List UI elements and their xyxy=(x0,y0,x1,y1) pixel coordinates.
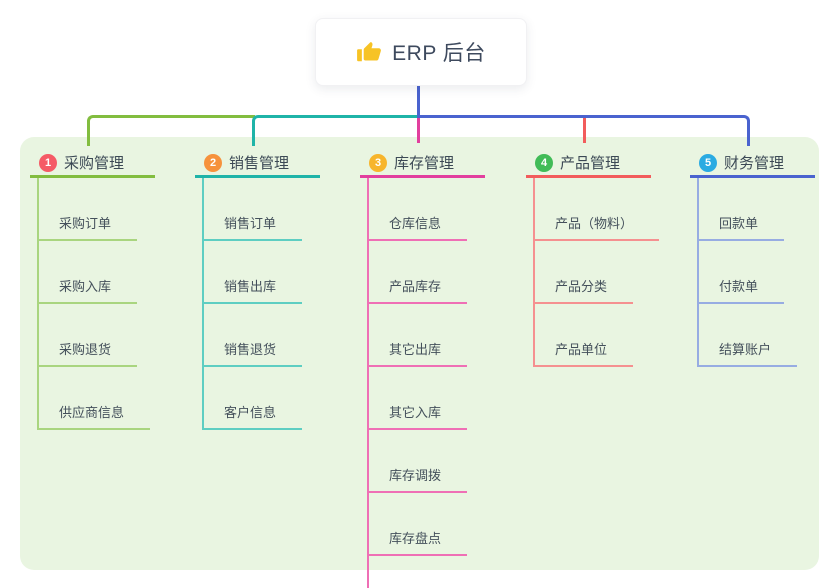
child-node-label: 付款单 xyxy=(719,279,759,294)
root-connector-stem xyxy=(417,84,420,118)
child-node[interactable]: 销售订单 xyxy=(204,178,303,241)
child-node-label: 产品库存 xyxy=(389,279,442,294)
child-node[interactable]: 结算账户 xyxy=(699,304,798,367)
branch-connector-elbow xyxy=(87,115,255,146)
child-node-label: 产品（物料） xyxy=(555,216,634,231)
child-node-label: 采购订单 xyxy=(59,216,112,231)
child-node-label: 产品单位 xyxy=(555,342,608,357)
child-node-label: 供应商信息 xyxy=(59,405,125,420)
child-node-label: 销售订单 xyxy=(224,216,277,231)
branch-title: 库存管理 xyxy=(394,155,455,172)
child-node[interactable]: 付款单 xyxy=(699,241,785,304)
branch-children-4: 产品（物料） 产品分类产品单位 xyxy=(533,178,660,367)
child-node-label: 客户信息 xyxy=(224,405,277,420)
branch-column-5: 5 财务管理回款单付款单结算账户 xyxy=(690,150,815,367)
child-node-label: 结算账户 xyxy=(719,342,772,357)
child-node-label: 库存盘点 xyxy=(389,531,442,546)
child-node-label: 销售出库 xyxy=(224,279,277,294)
branch-children-3: 仓库信息产品库存其它出库其它入库库存调拨库存盘点出库库明细 xyxy=(367,178,485,588)
branch-node-5[interactable]: 5 财务管理 xyxy=(690,150,815,178)
branch-children-2: 销售订单销售出库销售退货客户信息 xyxy=(202,178,320,430)
child-node[interactable]: 库存调拨 xyxy=(369,430,468,493)
branch-number-badge: 4 xyxy=(535,153,553,172)
child-node[interactable]: 产品（物料） xyxy=(535,178,660,241)
child-node[interactable]: 产品单位 xyxy=(535,304,634,367)
branch-connector-elbow xyxy=(252,115,420,146)
branch-column-1: 1 采购管理采购订单采购入库采购退货供应商信息 xyxy=(30,150,155,430)
branch-title: 销售管理 xyxy=(229,155,290,172)
child-node-label: 回款单 xyxy=(719,216,759,231)
branch-column-4: 4 产品管理产品（物料） 产品分类产品单位 xyxy=(526,150,660,367)
child-node[interactable]: 采购订单 xyxy=(39,178,138,241)
branch-number-badge: 5 xyxy=(699,153,717,172)
child-node-label: 仓库信息 xyxy=(389,216,442,231)
child-node-label: 销售退货 xyxy=(224,342,277,357)
child-node-label: 采购退货 xyxy=(59,342,112,357)
child-node[interactable]: 其它入库 xyxy=(369,367,468,430)
branch-children-1: 采购订单采购入库采购退货供应商信息 xyxy=(37,178,155,430)
branch-connector-elbow xyxy=(418,115,750,146)
branch-connector-stub xyxy=(583,118,586,143)
child-node[interactable]: 出库库明细 xyxy=(369,556,480,588)
branch-number-badge: 1 xyxy=(39,153,57,172)
child-node-label: 产品分类 xyxy=(555,279,608,294)
child-node[interactable]: 其它出库 xyxy=(369,304,468,367)
child-node[interactable]: 销售出库 xyxy=(204,241,303,304)
root-label: ERP 后台 xyxy=(392,42,486,65)
child-node[interactable]: 采购入库 xyxy=(39,241,138,304)
child-node[interactable]: 供应商信息 xyxy=(39,367,151,430)
child-node-label: 库存调拨 xyxy=(389,468,442,483)
branch-title: 财务管理 xyxy=(724,155,785,172)
branch-column-2: 2 销售管理销售订单销售出库销售退货客户信息 xyxy=(195,150,320,430)
thumbs-up-icon xyxy=(356,39,382,65)
child-node[interactable]: 产品库存 xyxy=(369,241,468,304)
child-node[interactable]: 销售退货 xyxy=(204,304,303,367)
branch-connector-stub xyxy=(417,118,420,143)
branch-node-2[interactable]: 2 销售管理 xyxy=(195,150,320,178)
root-node-erp[interactable]: ERP 后台 xyxy=(315,18,527,86)
branch-node-3[interactable]: 3 库存管理 xyxy=(360,150,485,178)
child-node[interactable]: 回款单 xyxy=(699,178,785,241)
branch-node-4[interactable]: 4 产品管理 xyxy=(526,150,651,178)
child-node[interactable]: 采购退货 xyxy=(39,304,138,367)
branch-title: 产品管理 xyxy=(560,155,621,172)
branch-node-1[interactable]: 1 采购管理 xyxy=(30,150,155,178)
child-node-label: 其它入库 xyxy=(389,405,442,420)
child-node-label: 其它出库 xyxy=(389,342,442,357)
child-node-label: 采购入库 xyxy=(59,279,112,294)
branch-title: 采购管理 xyxy=(64,155,125,172)
branch-column-3: 3 库存管理仓库信息产品库存其它出库其它入库库存调拨库存盘点出库库明细 xyxy=(360,150,485,588)
child-node[interactable]: 库存盘点 xyxy=(369,493,468,556)
branch-number-badge: 2 xyxy=(204,153,222,172)
child-node[interactable]: 产品分类 xyxy=(535,241,634,304)
child-node[interactable]: 客户信息 xyxy=(204,367,303,430)
child-node[interactable]: 仓库信息 xyxy=(369,178,468,241)
branch-children-5: 回款单付款单结算账户 xyxy=(697,178,815,367)
branches-panel xyxy=(20,137,819,570)
branch-number-badge: 3 xyxy=(369,153,387,172)
